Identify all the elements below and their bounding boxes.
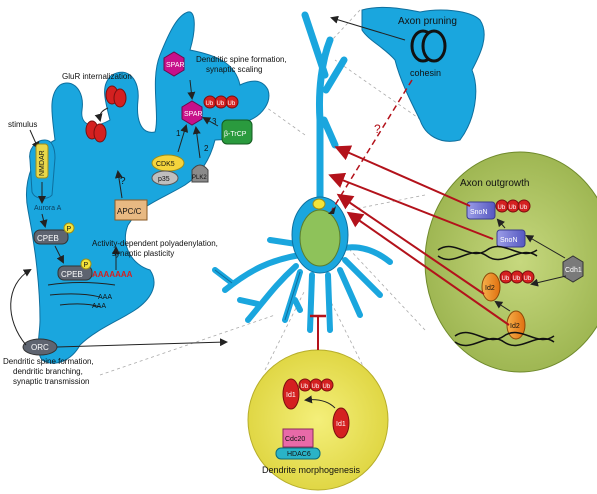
pruning-question: ? [374, 122, 381, 136]
snon-top-label: SnoN [470, 209, 488, 216]
spine-ub-3 [225, 95, 239, 109]
dna-top [437, 245, 538, 261]
cdc20-label: Cdc20 [285, 436, 305, 443]
nucleus [299, 209, 341, 267]
axon [301, 11, 348, 209]
p35-shape [151, 170, 179, 186]
aaa-2: AAA [92, 303, 106, 310]
spine-ub-label-1: Ub [206, 101, 214, 107]
id1-right-label: Id1 [336, 421, 346, 428]
id1-ub-2: Ub [312, 384, 320, 390]
nmdar-receptor [35, 143, 49, 179]
id2-top [481, 272, 501, 302]
trcp-box [221, 119, 253, 145]
id2-bottom [506, 310, 526, 340]
dendrite-morph-title: Dendrite morphogenesis [262, 465, 361, 475]
apc-box [114, 199, 148, 221]
hdac6-label: HDAC6 [287, 451, 311, 458]
cdh1-label: Cdh1 [565, 267, 582, 274]
hdac6-box [275, 447, 321, 460]
axon-outgrowth-panel: Axon outgrowth SnoN Ub Ub Ub SnoN Cdh1 I… [424, 151, 597, 373]
id2-ub-1: Ub [502, 276, 510, 282]
cdc20-box [282, 428, 314, 448]
step-1: 1 [176, 129, 181, 138]
step-3: 3 [212, 117, 217, 126]
id2-bottom-label: Id2 [510, 323, 520, 330]
polyadenylation-line-2: synaptic plasticity [112, 249, 174, 258]
spar-inner-hexagon [181, 100, 203, 126]
aaa-red: AAAAAAA [92, 270, 133, 279]
orc-loop-arrow [10, 268, 32, 346]
spar-top-hexagon [163, 51, 185, 77]
outgrowth-inhibition-arrows [328, 145, 510, 326]
axon-outgrowth-title: Axon outgrowth [460, 178, 530, 189]
spine-contents: stimulus NMDAR Aurora A CPEB P CPEB P AA… [3, 51, 287, 386]
glur-receptor-4 [93, 123, 107, 143]
dendrite-morphogenesis-panel: Id1 Ub Ub Ub Id1 Cdc20 HDAC6 Dendrite mo… [247, 314, 389, 491]
orc-label-line-2: dendritic branching, [13, 367, 83, 376]
pruning-arrow [330, 15, 406, 41]
plk2-shape [191, 164, 209, 183]
glur-receptor-2 [113, 88, 127, 108]
pruning-dashed-link [331, 79, 413, 211]
plk2-label: PLK2 [192, 175, 207, 181]
neuron [212, 11, 393, 333]
cohesin-ring-2 [421, 29, 447, 63]
id1-right [332, 407, 350, 439]
axon-pruning-title: Axon pruning [398, 16, 457, 27]
id1-top [282, 378, 300, 410]
axon-terminal-shape [361, 6, 485, 142]
snon-ub-1: Ub [498, 205, 506, 211]
nmdar-label: NMDAR [39, 150, 46, 176]
cpeb-top-label: CPEB [37, 234, 59, 243]
orc-label: ORC [31, 343, 49, 352]
snon-ub-3: Ub [520, 205, 528, 211]
apc-question: ? [120, 176, 126, 187]
cpeb-top [33, 229, 69, 245]
centrosome [312, 198, 326, 210]
glur-label: GluR internalization [62, 72, 132, 81]
apc-label: APC/C [117, 207, 142, 216]
spar-top-label: SPAR [166, 62, 185, 69]
id2-ub-2: Ub [513, 276, 521, 282]
orc-arrow [56, 338, 228, 348]
orc-label-line-3: synaptic transmission [13, 377, 89, 386]
id1-top-label: Id1 [286, 392, 296, 399]
aaa-1: AAA [98, 294, 112, 301]
p35-label: p35 [158, 176, 170, 183]
id1-ub-3: Ub [323, 384, 331, 390]
axon-pruning-panel: Axon pruning cohesin ? [328, 6, 485, 214]
phospho-top [63, 222, 75, 234]
id1-ub-1: Ub [301, 384, 309, 390]
mrna-lines [47, 282, 116, 308]
aurora-label: Aurora A [34, 205, 62, 212]
spine-label-1: Dendritic spine formation, [196, 55, 287, 64]
orc-label-line-1: Dendritic spine formation, [3, 357, 94, 366]
cdh1-hexagon [562, 255, 584, 283]
phospho-top-label: P [67, 226, 72, 233]
step-2: 2 [204, 144, 209, 153]
spine-label-2: synaptic scaling [206, 65, 262, 74]
id2-top-label: Id2 [485, 285, 495, 292]
cpeb-bottom [57, 265, 93, 281]
snon-bottom-label: SnoN [500, 237, 518, 244]
id2-ub-3: Ub [524, 276, 532, 282]
spar-inner-label: SPAR [184, 111, 203, 118]
phospho-bottom-label: P [84, 262, 89, 269]
polyadenylation-line-1: Activity-dependent polyadenylation, [92, 239, 218, 248]
spine-ub-label-3: Ub [228, 101, 236, 107]
dna-bottom [454, 331, 555, 347]
phospho-bottom [80, 258, 92, 270]
snon-bottom [496, 229, 526, 248]
snon-top [466, 201, 496, 220]
snon-ub-2: Ub [509, 205, 517, 211]
spine-ub-label-2: Ub [217, 101, 225, 107]
stimulus-label: stimulus [8, 120, 37, 129]
cdk5-label: CDK5 [156, 161, 175, 168]
trcp-label: β-TrCP [224, 131, 247, 138]
cpeb-bottom-label: CPEB [61, 270, 83, 279]
cohesin-label: cohesin [410, 68, 441, 78]
